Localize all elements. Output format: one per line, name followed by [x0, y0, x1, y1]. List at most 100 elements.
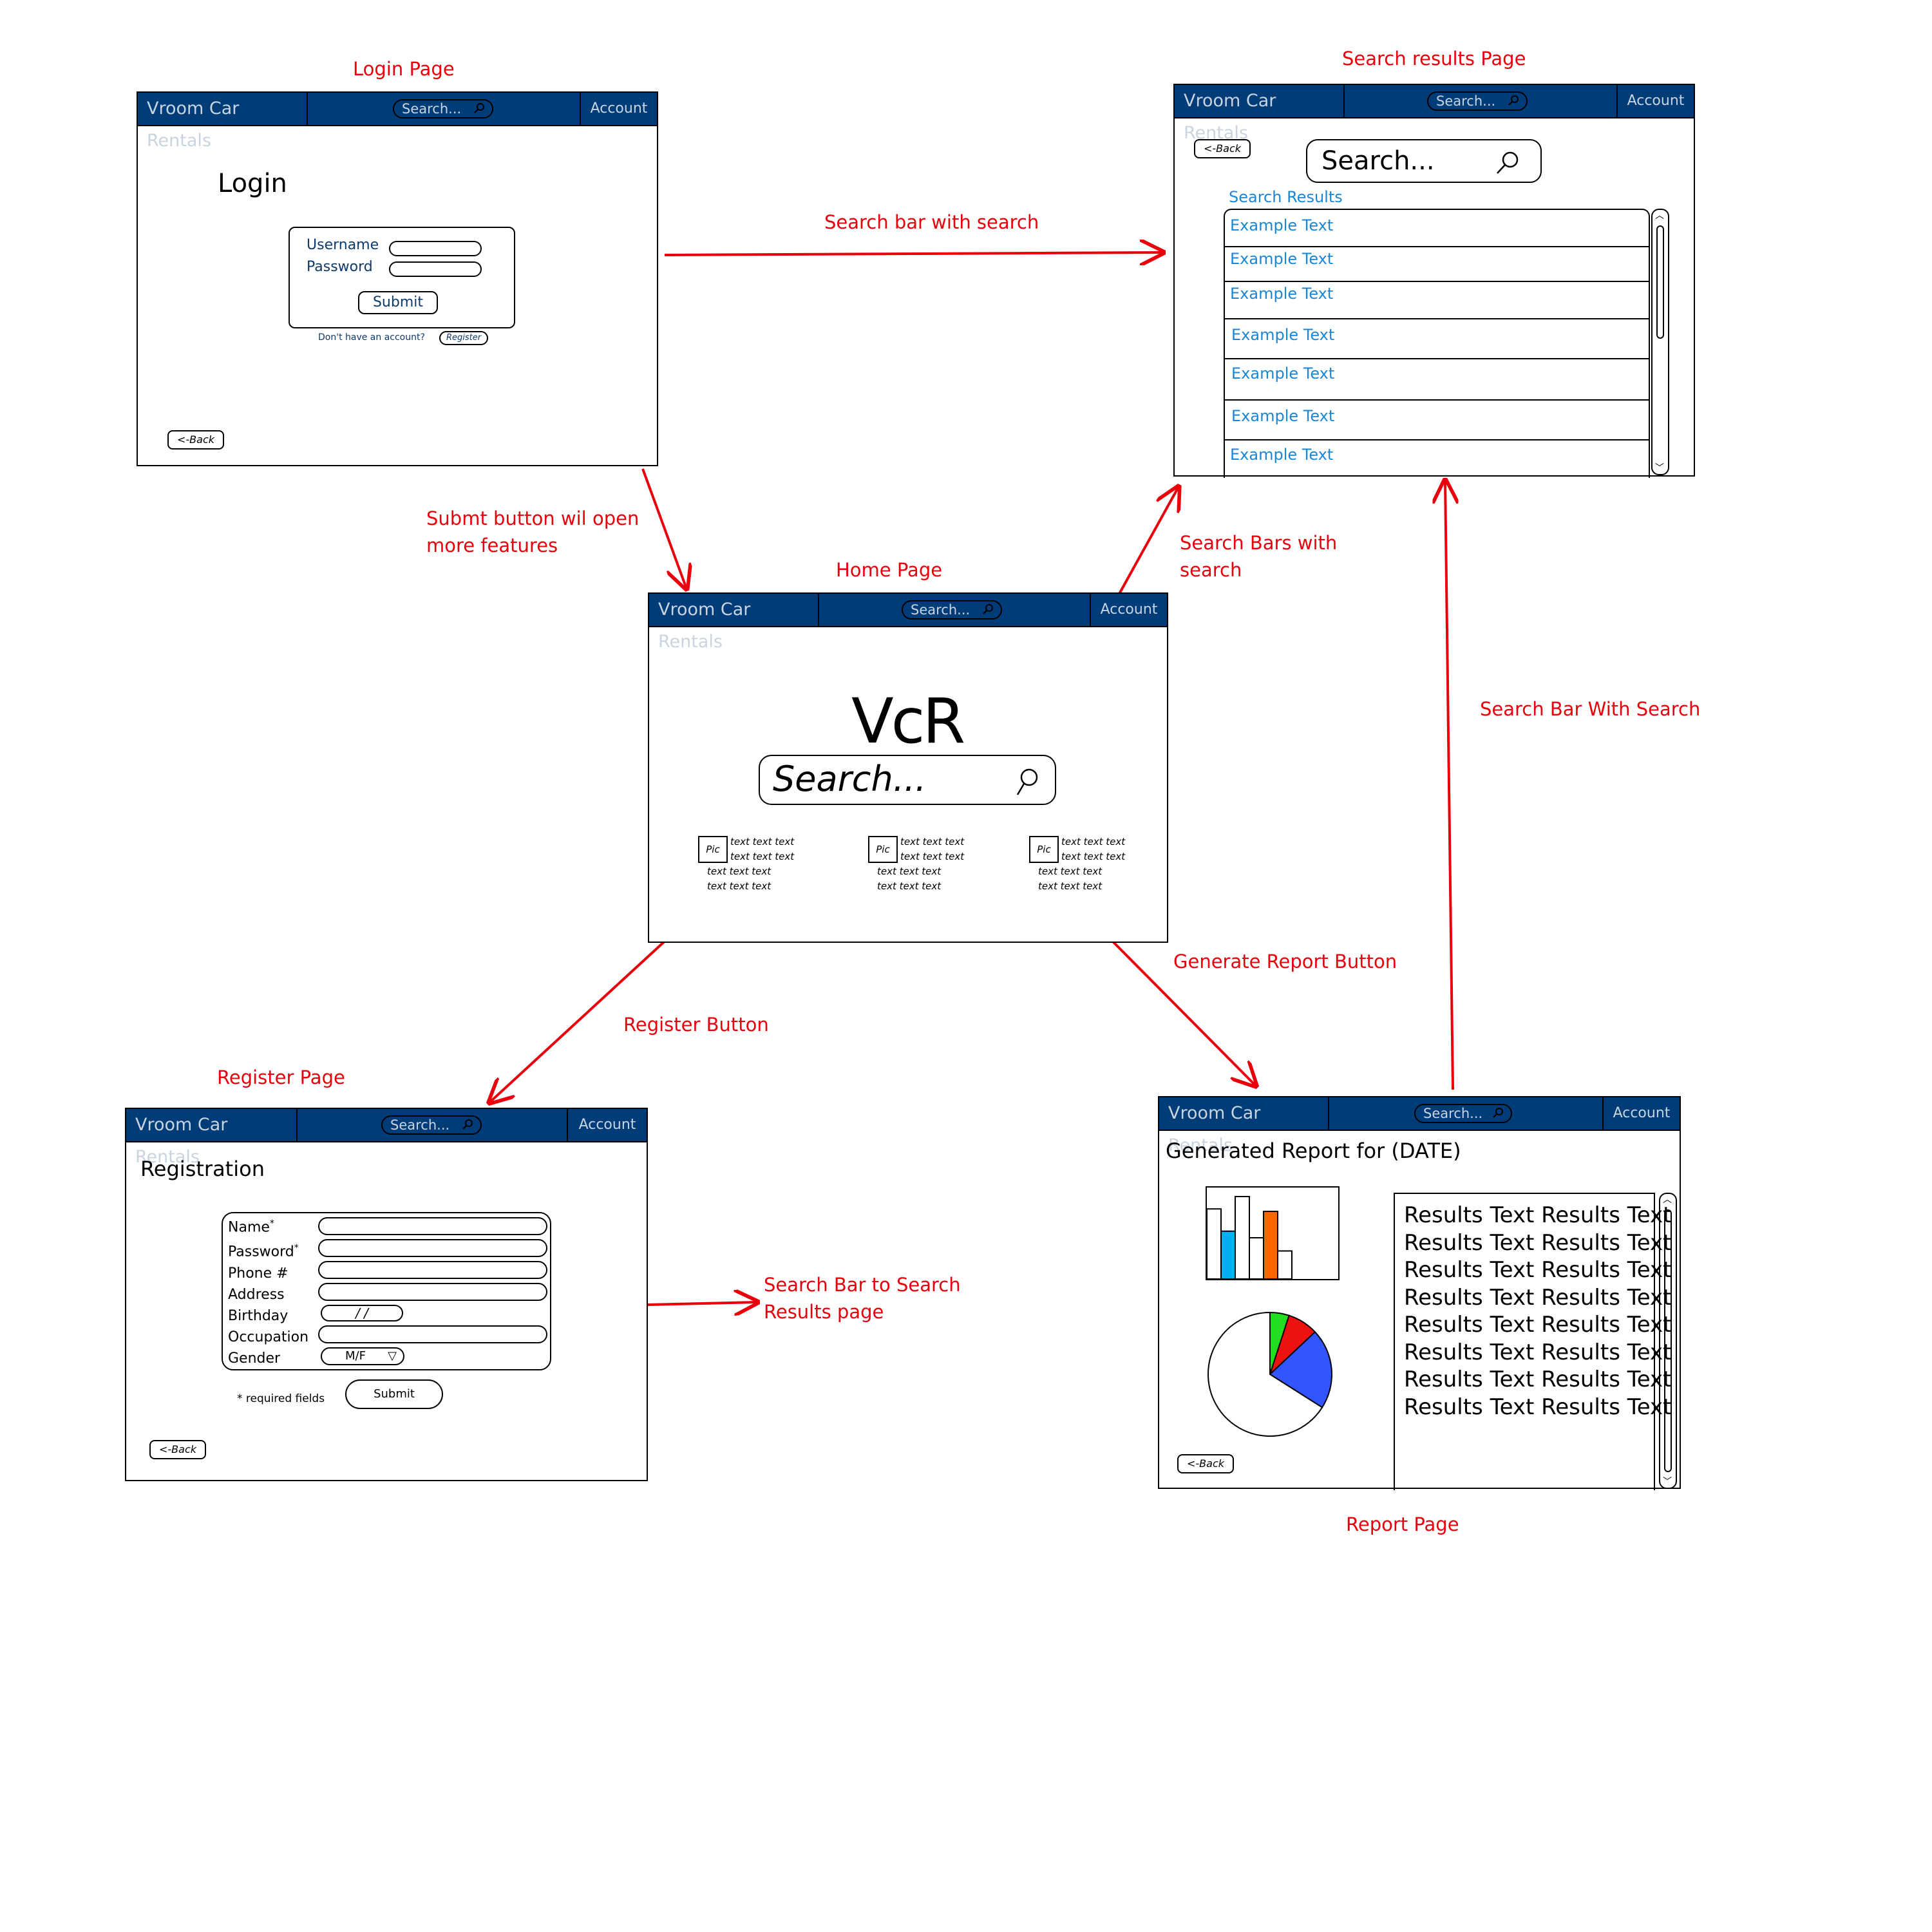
- list-item[interactable]: Example Text: [1225, 210, 1649, 247]
- name-input[interactable]: [318, 1217, 547, 1235]
- results-search-bar[interactable]: Search...: [1306, 139, 1542, 183]
- password-input[interactable]: [389, 261, 482, 277]
- search-icon: [1507, 94, 1520, 111]
- arrow-label-home-to-results-2: search: [1180, 559, 1242, 581]
- report-title: Generated Report for (DATE): [1166, 1139, 1461, 1163]
- nav-search-bar[interactable]: Search...: [393, 99, 493, 118]
- account-link[interactable]: Account: [1602, 1097, 1680, 1130]
- arrow-label-register: Register Button: [623, 1014, 769, 1036]
- password-input[interactable]: [318, 1239, 547, 1257]
- car-pic[interactable]: Pic: [1029, 836, 1059, 863]
- arrow-label-home-to-results-1: Search Bars with: [1180, 532, 1338, 554]
- car-pic[interactable]: Pic: [698, 836, 728, 863]
- back-button[interactable]: <-Back: [167, 430, 224, 450]
- navbar: Vroom Car Rentals Search... Account: [138, 93, 657, 151]
- search-placeholder: Search...: [773, 759, 927, 799]
- account-link[interactable]: Account: [567, 1109, 647, 1141]
- no-account-text: Don't have an account?: [318, 332, 425, 343]
- account-link[interactable]: Account: [1616, 85, 1694, 117]
- required-mark: *: [269, 1218, 274, 1229]
- arrow-login-to-home: [641, 468, 687, 589]
- registration-title: Registration: [140, 1157, 265, 1181]
- bar: [1235, 1196, 1250, 1280]
- list-item[interactable]: Example Text: [1225, 399, 1649, 440]
- birthday-input[interactable]: / /: [321, 1305, 403, 1321]
- register-link-button[interactable]: Register: [439, 331, 488, 345]
- chevron-up-icon[interactable]: ︿: [1663, 1195, 1672, 1205]
- nav-search-bar[interactable]: Search...: [902, 600, 1002, 620]
- occupation-input[interactable]: [318, 1325, 547, 1343]
- address-label: Address: [228, 1286, 285, 1303]
- results-text-line: Results Text Results Text: [1404, 1229, 1672, 1256]
- back-button[interactable]: <-Back: [149, 1440, 206, 1459]
- brand: Vroom Car Rentals: [1175, 85, 1345, 143]
- results-text-line: Results Text Results Text: [1404, 1394, 1672, 1420]
- chevron-down-icon[interactable]: ﹀: [1663, 1477, 1672, 1487]
- results-text-line: Results Text Results Text: [1404, 1257, 1672, 1283]
- dropdown-triangle-icon: ▽: [388, 1349, 397, 1363]
- phone-input[interactable]: [318, 1261, 547, 1279]
- pie-chart: [1208, 1311, 1332, 1437]
- password-label: Password: [307, 259, 373, 275]
- scrollbar-thumb[interactable]: [1656, 225, 1664, 339]
- back-button[interactable]: <-Back: [1177, 1454, 1234, 1473]
- brand: Vroom Car Rentals: [126, 1109, 298, 1167]
- account-link[interactable]: Account: [580, 93, 657, 125]
- report-page-mockup: Vroom Car Rentals Search... Account Gene…: [1158, 1096, 1681, 1490]
- bar: [1277, 1250, 1293, 1280]
- username-input[interactable]: [389, 241, 482, 256]
- bar: [1206, 1208, 1222, 1280]
- list-item[interactable]: Example Text: [1225, 246, 1649, 282]
- list-item[interactable]: Example Text: [1225, 318, 1649, 359]
- scrollbar-thumb[interactable]: [1664, 1209, 1672, 1472]
- arrow-home-to-results: [1118, 487, 1179, 594]
- required-note: * required fields: [237, 1392, 325, 1405]
- gender-select[interactable]: M/F ▽: [321, 1347, 404, 1365]
- list-item[interactable]: Example Text: [1225, 281, 1649, 319]
- brand: Vroom Car Rentals: [1159, 1097, 1329, 1155]
- register-page-label: Register Page: [217, 1066, 345, 1088]
- bar: [1263, 1211, 1278, 1280]
- home-search-bar[interactable]: Search...: [759, 755, 1056, 805]
- address-input[interactable]: [318, 1283, 547, 1301]
- search-placeholder: Search...: [1436, 93, 1496, 109]
- account-link[interactable]: Account: [1090, 594, 1167, 626]
- navbar: Vroom Car Rentals Search... Account: [1175, 85, 1694, 143]
- login-submit-button[interactable]: Submit: [358, 291, 438, 314]
- birthday-label: Birthday: [228, 1307, 289, 1324]
- arrow-register-to-results: [646, 1302, 757, 1305]
- results-text-line: Results Text Results Text: [1404, 1284, 1672, 1311]
- username-label: Username: [307, 237, 379, 253]
- report-scrollbar[interactable]: ︿ ﹀: [1659, 1193, 1677, 1489]
- arrow-report-to-results: [1445, 480, 1453, 1090]
- car-pic[interactable]: Pic: [868, 836, 898, 863]
- list-item[interactable]: Example Text: [1225, 358, 1649, 401]
- bar-chart: [1206, 1186, 1340, 1280]
- login-page-mockup: Vroom Car Rentals Search... Account Logi…: [137, 91, 658, 466]
- results-scrollbar[interactable]: ︿ ﹀: [1651, 209, 1669, 475]
- login-page-label: Login Page: [353, 58, 455, 80]
- chevron-down-icon[interactable]: ﹀: [1655, 463, 1664, 473]
- search-icon: [1492, 1106, 1504, 1123]
- bar: [1220, 1230, 1236, 1280]
- name-label: Name: [228, 1219, 270, 1236]
- search-placeholder: Search...: [1321, 146, 1435, 176]
- chevron-up-icon[interactable]: ︿: [1655, 211, 1664, 221]
- nav-search-bar[interactable]: Search...: [381, 1115, 482, 1135]
- results-text-line: Results Text Results Text: [1404, 1339, 1672, 1365]
- list-item[interactable]: Example Text: [1230, 446, 1334, 464]
- results-text-line: Results Text Results Text: [1404, 1202, 1672, 1228]
- back-button[interactable]: <-Back: [1194, 139, 1251, 158]
- nav-search-bar[interactable]: Search...: [1414, 1104, 1512, 1123]
- bar: [1249, 1237, 1264, 1280]
- register-submit-button[interactable]: Submit: [345, 1379, 443, 1409]
- occupation-label: Occupation: [228, 1329, 309, 1345]
- arrow-label-register-to-results-2: Results page: [764, 1301, 884, 1323]
- nav-search-bar[interactable]: Search...: [1427, 91, 1528, 111]
